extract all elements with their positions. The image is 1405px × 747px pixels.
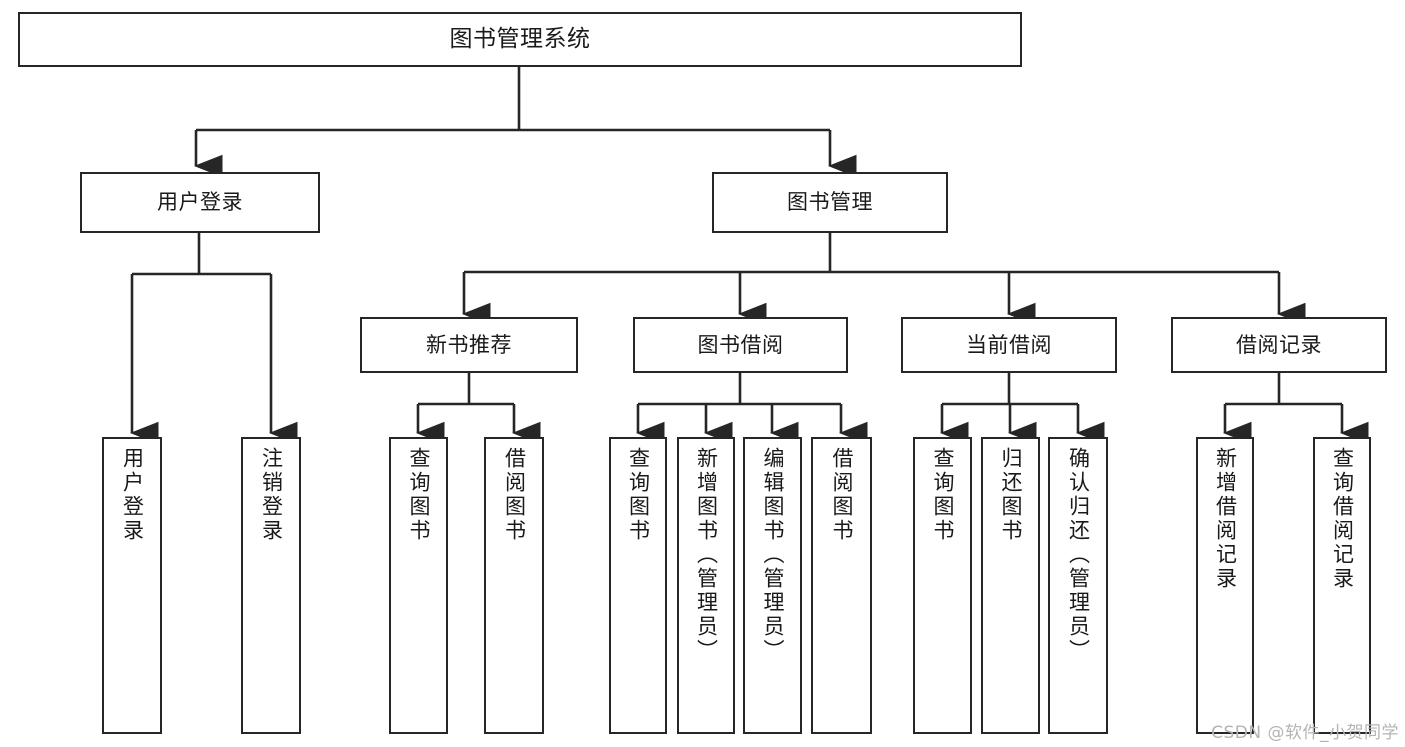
leaf-new-book-borrow-label: 借阅图书 [502,447,527,543]
node-current-borrow-label: 当前借阅 [966,332,1052,357]
node-borrow-records-label: 借阅记录 [1236,332,1322,357]
leaf-borrow-record-query-label: 查询借阅记录 [1330,447,1355,591]
leaf-user-login-logout-label: 注销登录 [259,447,284,543]
leaf-book-borrow-edit-label: 编辑图书（管理员） [761,447,785,663]
leaf-current-borrow-query-label: 查询图书 [931,447,955,543]
node-user-login[interactable]: 用户登录 [80,172,320,233]
leaf-book-borrow-add[interactable]: 新增图书（管理员） [677,437,735,734]
leaf-borrow-record-add[interactable]: 新增借阅记录 [1196,437,1254,734]
node-book-management-label: 图书管理 [787,190,873,215]
node-user-login-label: 用户登录 [157,190,243,215]
node-root[interactable]: 图书管理系统 [18,12,1022,67]
leaf-current-borrow-confirm[interactable]: 确认归还（管理员） [1048,437,1108,734]
leaf-book-borrow-borrow-label: 借阅图书 [830,447,854,543]
leaf-borrow-record-query[interactable]: 查询借阅记录 [1313,437,1371,734]
leaf-book-borrow-query-label: 查询图书 [626,447,651,543]
leaf-new-book-borrow[interactable]: 借阅图书 [484,437,544,734]
node-current-borrow[interactable]: 当前借阅 [901,317,1117,373]
leaf-book-borrow-query[interactable]: 查询图书 [609,437,667,734]
leaf-book-borrow-borrow[interactable]: 借阅图书 [811,437,872,734]
node-new-book-recommend[interactable]: 新书推荐 [360,317,578,373]
leaf-book-borrow-add-label: 新增图书（管理员） [694,447,719,663]
leaf-current-borrow-return-label: 归还图书 [999,447,1023,543]
leaf-current-borrow-confirm-label: 确认归还（管理员） [1066,447,1091,663]
node-book-borrow[interactable]: 图书借阅 [633,317,848,373]
leaf-user-login-login[interactable]: 用户登录 [102,437,162,734]
node-root-label: 图书管理系统 [449,26,591,53]
node-book-management[interactable]: 图书管理 [712,172,948,233]
leaf-current-borrow-return[interactable]: 归还图书 [981,437,1040,734]
node-borrow-records[interactable]: 借阅记录 [1171,317,1387,373]
node-new-book-recommend-label: 新书推荐 [426,332,512,357]
leaf-user-login-logout[interactable]: 注销登录 [241,437,301,734]
leaf-user-login-login-label: 用户登录 [120,447,145,543]
leaf-borrow-record-add-label: 新增借阅记录 [1213,447,1238,591]
leaf-current-borrow-query[interactable]: 查询图书 [913,437,972,734]
leaf-book-borrow-edit[interactable]: 编辑图书（管理员） [743,437,802,734]
leaf-new-book-query[interactable]: 查询图书 [389,437,448,734]
leaf-new-book-query-label: 查询图书 [407,447,431,543]
node-book-borrow-label: 图书借阅 [697,332,784,357]
